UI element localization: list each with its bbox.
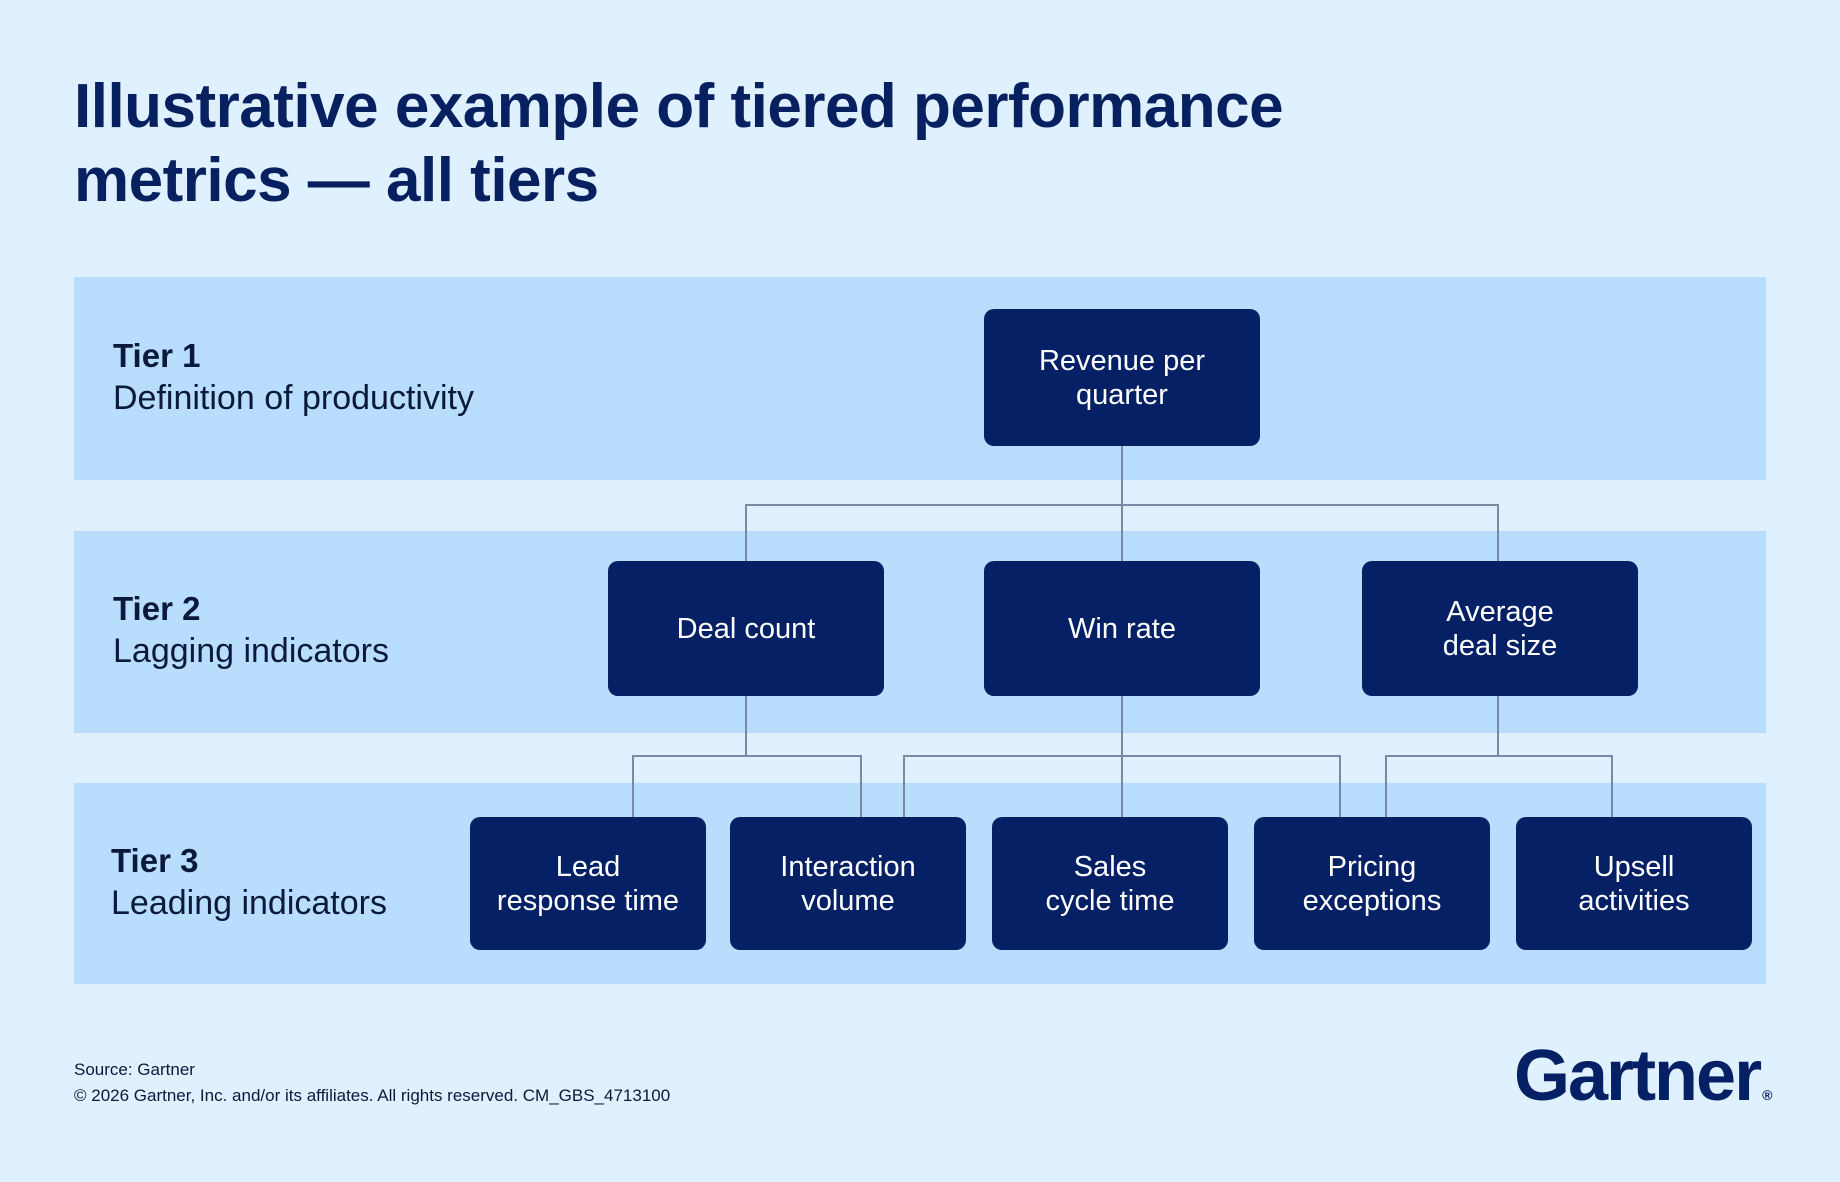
node-lead-response-time: Lead response time <box>470 817 706 950</box>
connector-revenue-to-tier2 <box>745 446 1499 561</box>
node-average-deal-size: Average deal size <box>1362 561 1638 696</box>
node-win-rate: Win rate <box>984 561 1260 696</box>
tier-3-name: Tier 3 <box>111 842 199 879</box>
footer-copyright: © 2026 Gartner, Inc. and/or its affiliat… <box>74 1086 671 1105</box>
node-upsell-activities: Upsell activities <box>1516 817 1752 950</box>
node-interaction-volume: Interaction volume <box>730 817 966 950</box>
connector-win-rate <box>903 696 1341 817</box>
tier-1-description: Definition of productivity <box>113 379 474 417</box>
tier-1-band <box>74 277 1766 480</box>
connector-deal-count <box>632 696 862 817</box>
tier-3-description: Leading indicators <box>111 884 387 922</box>
node-deal-count: Deal count <box>608 561 884 696</box>
tier-2-description: Lagging indicators <box>113 632 389 670</box>
node-revenue-per-quarter: Revenue per quarter <box>984 309 1260 446</box>
registered-mark: ® <box>1762 1087 1773 1103</box>
gartner-logo: Gartner® <box>1514 1036 1772 1116</box>
connector-avg-deal-size <box>1385 696 1613 817</box>
tier-1-name: Tier 1 <box>113 337 201 374</box>
page-title: Illustrative example of tiered performan… <box>74 72 1284 215</box>
footer-source: Source: Gartner <box>74 1060 195 1079</box>
logo-text: Gartner <box>1514 1036 1762 1116</box>
node-pricing-exceptions: Pricing exceptions <box>1254 817 1490 950</box>
tier-3-label: Tier 3 Leading indicators <box>111 841 387 925</box>
tier-2-label: Tier 2 Lagging indicators <box>113 589 389 673</box>
tier-2-name: Tier 2 <box>113 590 201 627</box>
tier-1-label: Tier 1 Definition of productivity <box>113 336 474 420</box>
node-sales-cycle-time: Sales cycle time <box>992 817 1228 950</box>
